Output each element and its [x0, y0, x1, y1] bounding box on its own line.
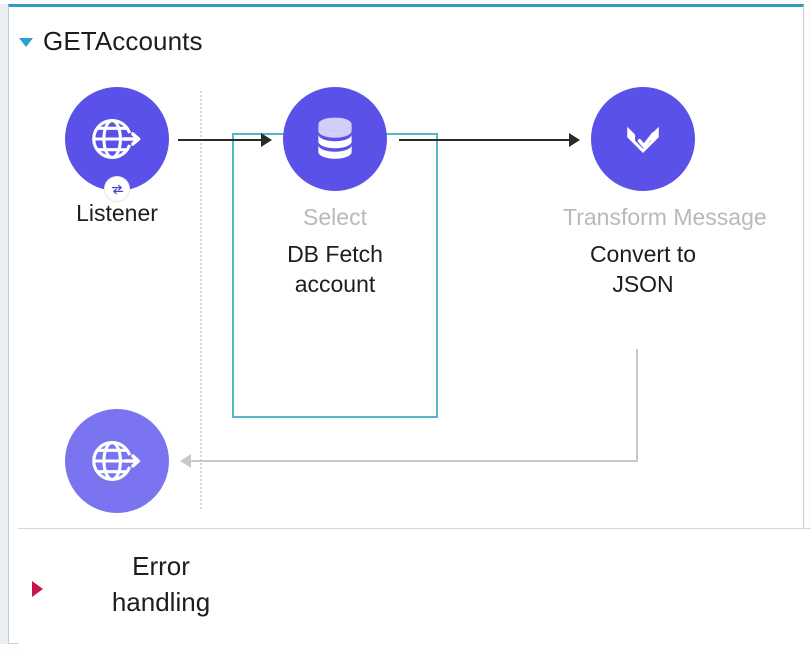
node-transform-message[interactable]: Transform Message Convert to JSON	[563, 87, 767, 300]
node-listener-response[interactable]	[37, 409, 197, 513]
node-db-select[interactable]: Select DB Fetch account	[255, 87, 415, 300]
node-listener[interactable]: Listener	[37, 87, 197, 229]
return-path-horizontal	[191, 460, 638, 462]
error-handling-label: Error handling	[76, 549, 246, 621]
node-listener-transform-badge	[104, 176, 130, 202]
connector-listener-to-db-arrowhead	[261, 133, 272, 147]
flow-title: GETAccounts	[43, 25, 203, 56]
flow-panel[interactable]: GETAccounts	[8, 4, 811, 649]
connector-listener-to-db	[178, 139, 262, 141]
source-process-divider	[200, 91, 202, 509]
return-path-arrowhead	[180, 454, 191, 468]
node-transform-message-name: Convert to JSON	[589, 241, 697, 298]
node-transform-message-type: Transform Message	[563, 204, 767, 230]
node-listener-icon-circle[interactable]	[65, 87, 169, 202]
node-listener-name: Listener	[76, 200, 158, 226]
return-path-vertical	[636, 349, 638, 462]
error-handling-label-line2: handling	[111, 586, 211, 617]
transform-exchange-icon	[111, 184, 123, 194]
node-listener-response-icon-circle[interactable]	[65, 409, 169, 513]
node-db-select-type: Select	[303, 204, 367, 230]
dataweave-icon	[627, 126, 659, 153]
error-handling-section[interactable]: Error handling	[18, 529, 811, 649]
connector-db-to-transform	[399, 139, 571, 141]
globe-arrow-icon	[92, 441, 141, 481]
node-db-select-icon-circle[interactable]	[283, 87, 387, 191]
flow-body: Listener Select DB Fetch account	[18, 67, 811, 527]
error-handling-label-line1: Error	[132, 551, 190, 581]
flow-header[interactable]: GETAccounts	[19, 19, 203, 63]
database-icon	[318, 117, 352, 159]
triangle-right-icon[interactable]	[32, 581, 43, 597]
canvas-left-gutter	[0, 4, 8, 644]
node-db-select-name: DB Fetch account	[287, 241, 383, 298]
connector-db-to-transform-arrowhead	[569, 133, 580, 147]
node-transform-message-icon-circle[interactable]	[591, 87, 695, 191]
globe-arrow-icon	[92, 119, 141, 159]
triangle-down-icon[interactable]	[19, 38, 33, 47]
flow-error-divider	[18, 528, 811, 529]
